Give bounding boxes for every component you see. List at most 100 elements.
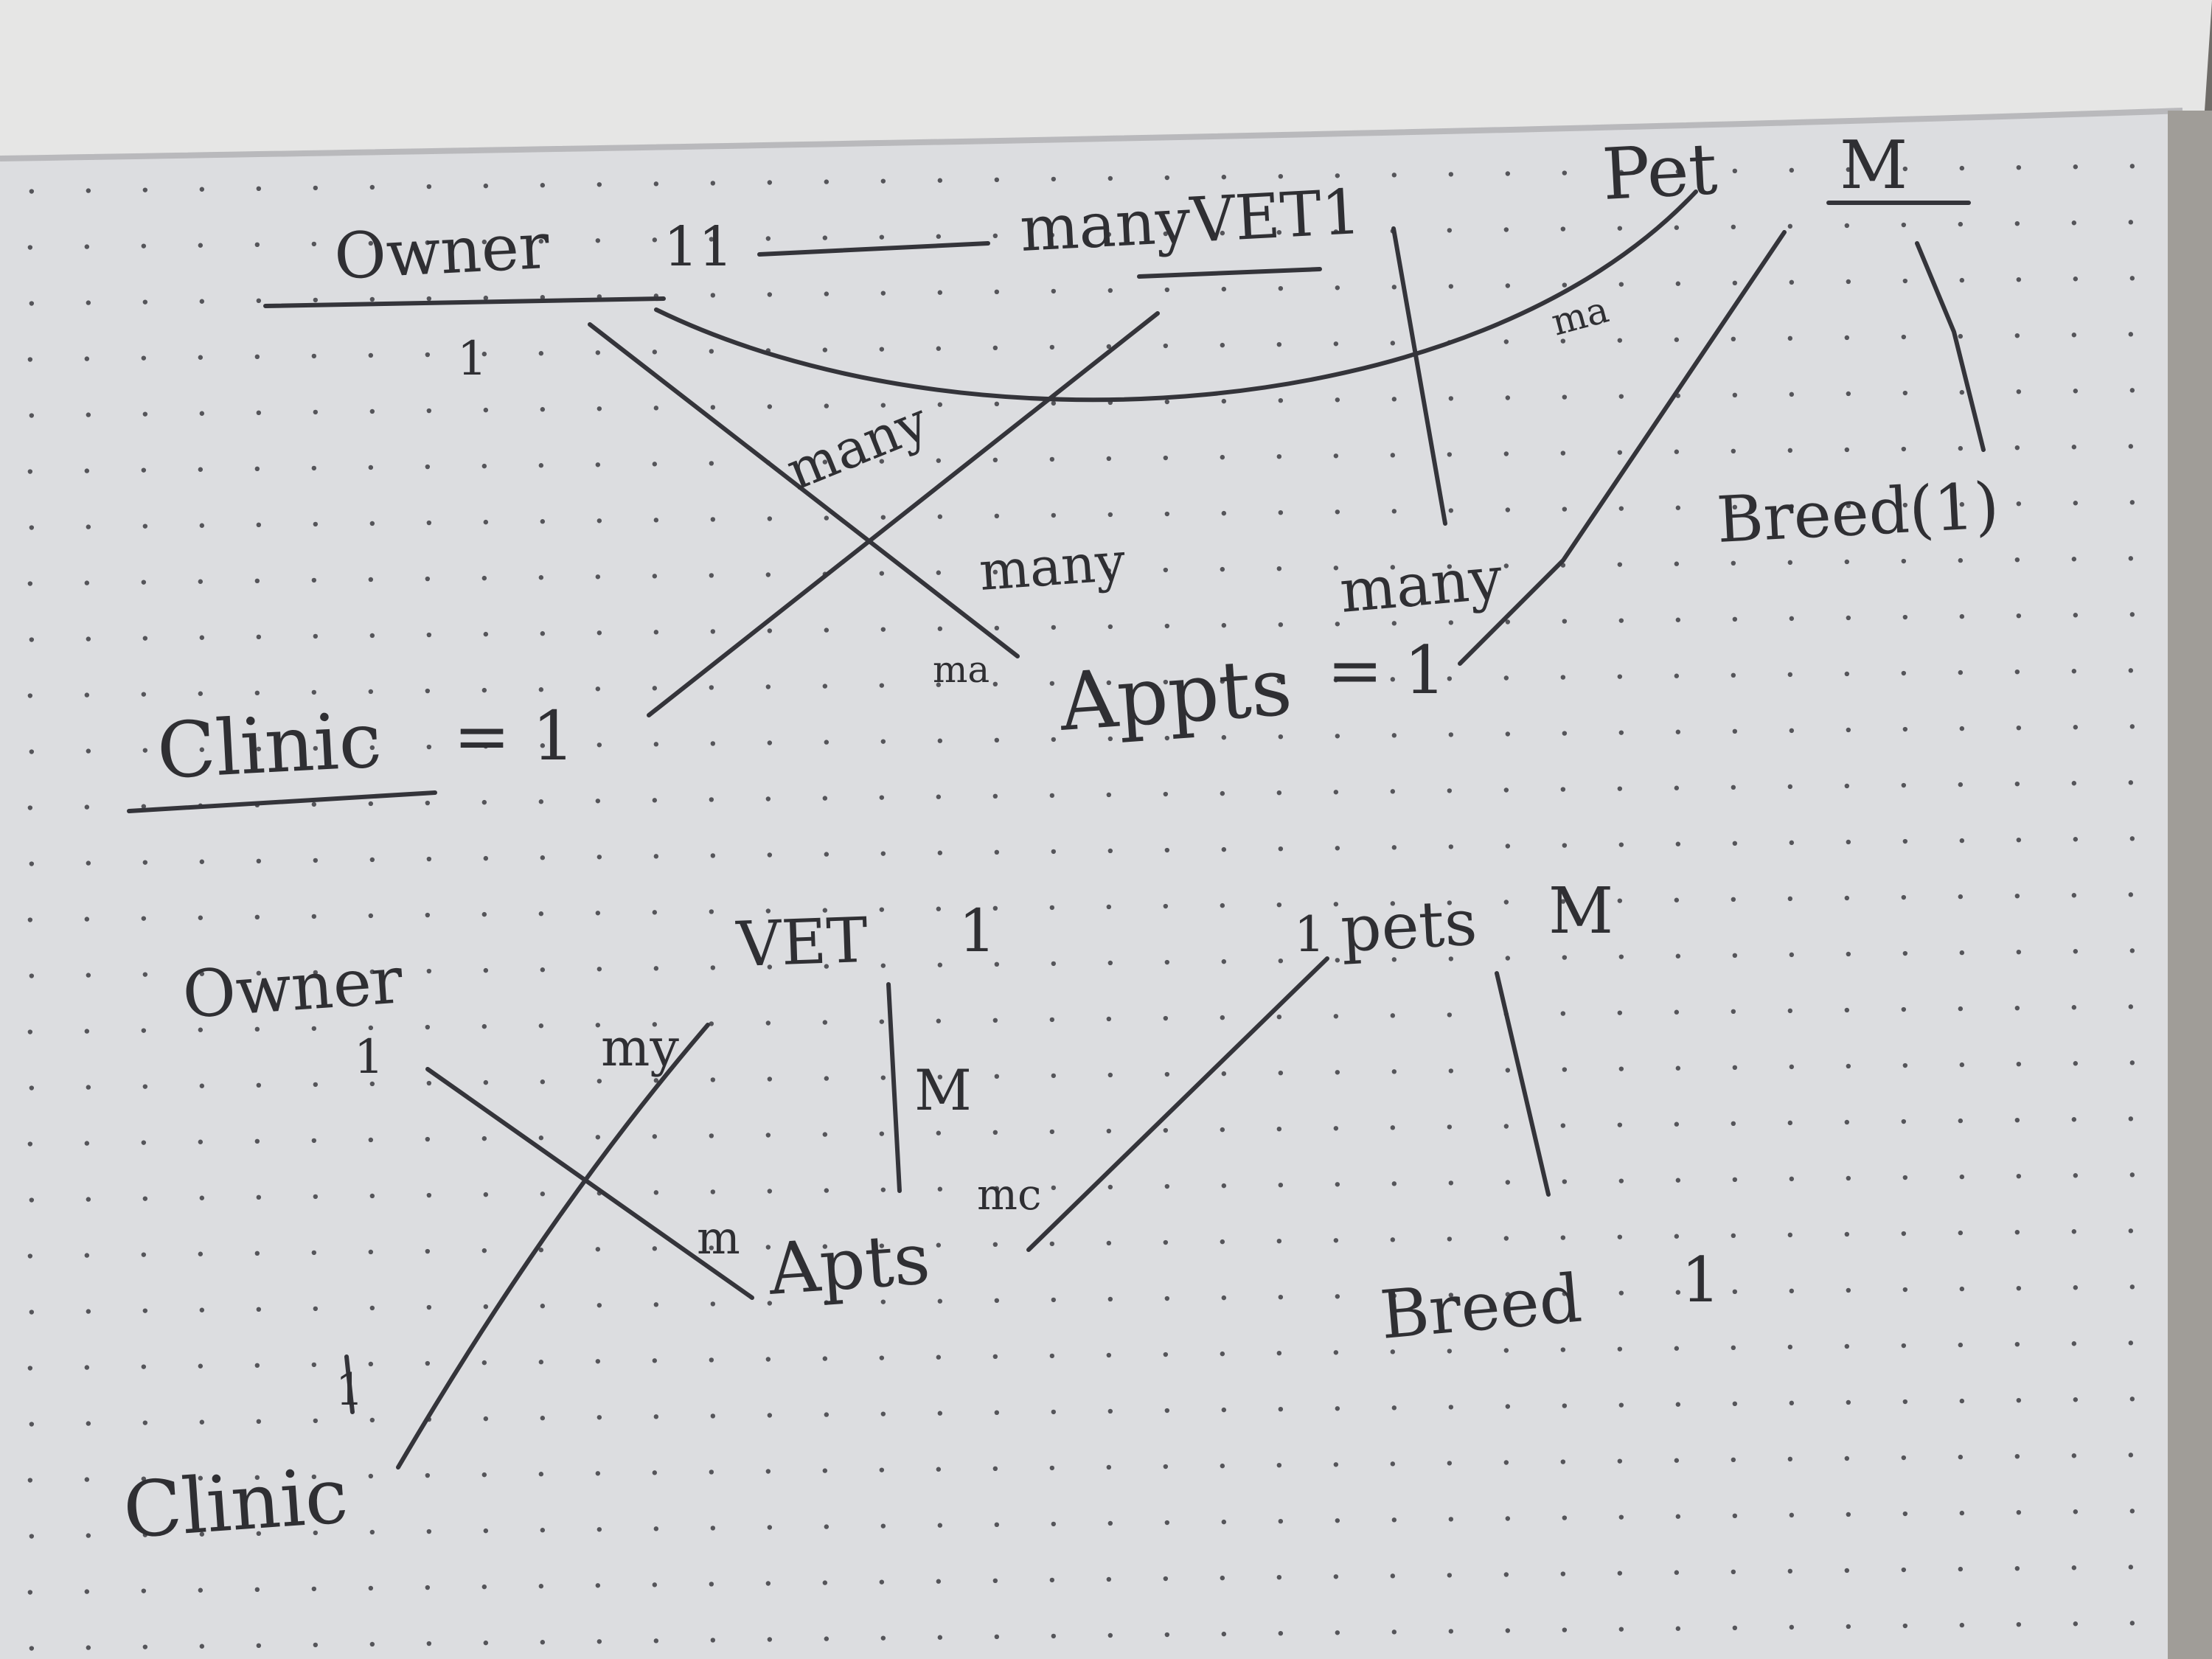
- grid-dot: [1220, 1575, 1225, 1581]
- grid-dot: [2073, 1621, 2079, 1627]
- grid-dot: [1675, 1065, 1681, 1071]
- grid-dot: [1164, 1071, 1170, 1077]
- grid-dot: [822, 1580, 828, 1585]
- grid-dot: [1221, 398, 1227, 404]
- grid-dot: [141, 580, 147, 585]
- grid-dot: [936, 906, 942, 911]
- grid-dot: [1335, 1182, 1340, 1187]
- grid-dot: [2014, 1117, 2020, 1123]
- grid-dot: [84, 1141, 90, 1146]
- grid-dot: [1049, 681, 1055, 686]
- grid-dot: [425, 1585, 431, 1590]
- grid-dot: [540, 183, 546, 188]
- grid-dot: [2016, 1061, 2022, 1067]
- grid-dot: [880, 515, 886, 520]
- grid-dot: [313, 858, 319, 863]
- grid-dot: [199, 1419, 205, 1425]
- grid-dot: [1221, 959, 1227, 964]
- grid-dot: [1107, 1632, 1113, 1638]
- grid-dot: [822, 1244, 828, 1249]
- grid-dot: [142, 187, 148, 192]
- grid-dot: [2073, 389, 2079, 394]
- grid-dot: [1505, 507, 1511, 512]
- grid-dot: [1560, 899, 1566, 904]
- grid-dot: [1617, 1234, 1623, 1239]
- grid-dot: [29, 637, 35, 642]
- grid-dot: [27, 469, 33, 474]
- grid-dot: [2071, 1565, 2077, 1571]
- pet-appts-line: [1458, 230, 1787, 666]
- grid-dot: [879, 1243, 885, 1248]
- grid-dot: [313, 297, 319, 303]
- grid-dot: [84, 244, 90, 249]
- grid-dot: [597, 406, 602, 411]
- clinic-underline: [127, 790, 437, 813]
- grid-dot: [1562, 507, 1568, 512]
- grid-dot: [142, 636, 148, 641]
- grid-dot: [1846, 1512, 1851, 1517]
- grid-dot: [27, 1029, 33, 1034]
- grid-dot: [1390, 453, 1396, 458]
- grid-dot: [2071, 1341, 2077, 1346]
- pets-apts-line: [1026, 956, 1329, 1252]
- grid-dot: [142, 299, 148, 305]
- grid-dot: [1049, 1353, 1055, 1359]
- grid-dot: [368, 1249, 374, 1255]
- grid-dot: [710, 293, 716, 298]
- grid-dot: [767, 1637, 773, 1642]
- grid-dot: [767, 180, 773, 185]
- grid-dot: [2014, 445, 2020, 451]
- top-pet-card: M: [1840, 127, 1907, 204]
- grid-dot: [1618, 1402, 1624, 1408]
- grid-dot: [1391, 621, 1397, 626]
- grid-dot: [2016, 1285, 2022, 1291]
- grid-dot: [1220, 1239, 1225, 1245]
- grid-dot: [256, 1194, 262, 1200]
- grid-dot: [1333, 1238, 1339, 1243]
- grid-dot: [1674, 1009, 1680, 1015]
- grid-dot: [822, 235, 828, 240]
- grid-dot: [1562, 1179, 1568, 1184]
- grid-dot: [311, 465, 317, 471]
- grid-dot: [1163, 791, 1169, 797]
- grid-dot: [1959, 838, 1965, 844]
- grid-dot: [1901, 894, 1907, 900]
- grid-dot: [1107, 512, 1113, 518]
- grid-dot: [653, 854, 659, 859]
- grid-dot: [710, 1413, 716, 1419]
- vet-appts-line: [1391, 226, 1447, 526]
- grid-dot: [84, 580, 90, 585]
- grid-dot: [880, 403, 886, 408]
- grid-dot: [481, 239, 487, 245]
- grid-dot: [538, 575, 544, 580]
- grid-dot: [1902, 726, 1908, 732]
- grid-dot: [994, 1298, 1000, 1304]
- grid-dot: [1276, 678, 1282, 684]
- grid-dot: [141, 467, 147, 473]
- grid-dot: [937, 1411, 943, 1416]
- grid-dot: [86, 300, 91, 305]
- grid-dot: [1618, 730, 1624, 735]
- grid-dot: [2014, 557, 2020, 563]
- grid-dot: [1846, 503, 1851, 509]
- grid-dot: [1106, 680, 1112, 686]
- grid-dot: [1617, 562, 1623, 567]
- grid-dot: [540, 1192, 546, 1197]
- grid-dot: [1846, 1624, 1851, 1630]
- grid-dot: [2128, 892, 2134, 897]
- grid-dot: [1844, 1007, 1850, 1013]
- bottom-apts-left-card: m: [697, 1211, 740, 1265]
- grid-dot: [1731, 672, 1736, 678]
- grid-dot: [1276, 1126, 1282, 1132]
- grid-dot: [709, 1133, 714, 1138]
- grid-dot: [1333, 341, 1339, 347]
- grid-dot: [709, 1582, 714, 1587]
- grid-dot: [1049, 456, 1055, 462]
- grid-dot: [1846, 727, 1851, 733]
- grid-dot: [1902, 1062, 1908, 1068]
- grid-dot: [1617, 1458, 1623, 1464]
- grid-dot: [199, 1644, 205, 1649]
- grid-dot: [1448, 844, 1454, 849]
- grid-dot: [597, 855, 602, 860]
- grid-dot: [936, 234, 942, 239]
